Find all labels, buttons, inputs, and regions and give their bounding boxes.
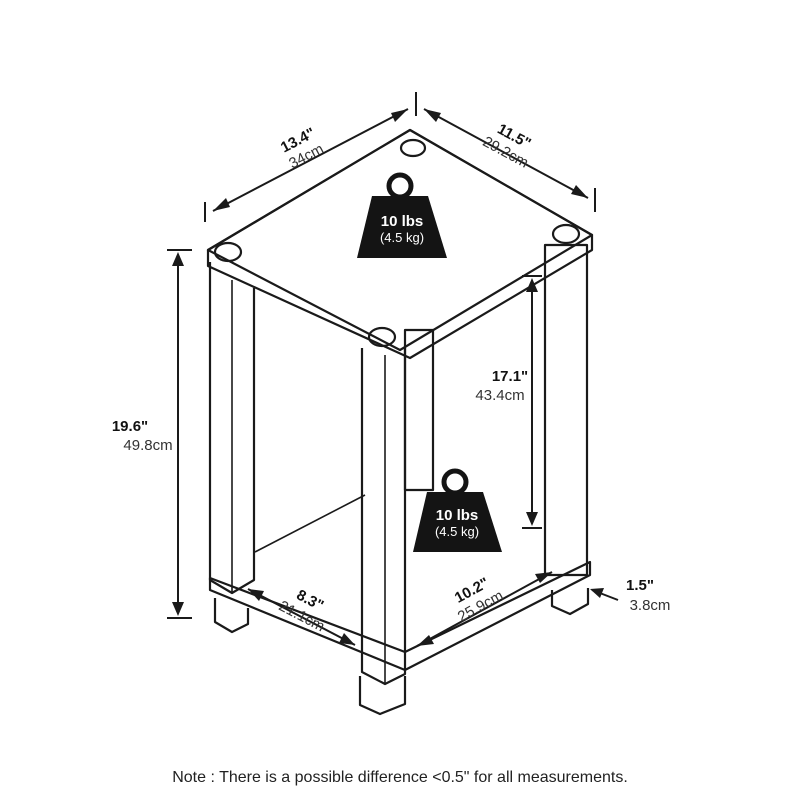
dimension-inner-depth: 10.2" 25.9cm: [416, 571, 553, 647]
weight-top-sub: (4.5 kg): [380, 230, 424, 245]
dimension-foot-height-inches: 1.5": [626, 577, 654, 594]
table-top: [206, 128, 594, 360]
end-table-drawing: [206, 128, 594, 716]
weight-bottom-sub: (4.5 kg): [435, 524, 479, 539]
dimension-shelf-gap-cm: 43.4cm: [475, 387, 524, 404]
leg-back-right: [543, 243, 589, 577]
foot-left: [213, 598, 250, 634]
measurement-note: Note : There is a possible difference <0…: [172, 769, 628, 786]
leg-front-center: [360, 348, 407, 686]
dimension-foot-height: 1.5" 3.8cm: [590, 577, 670, 614]
weight-top-label: 10 lbs: [381, 213, 424, 230]
weight-icon: 10 lbs (4.5 kg): [357, 172, 447, 258]
leg-front-left: [208, 262, 256, 595]
weight-icon: 10 lbs (4.5 kg): [413, 468, 502, 552]
dimension-total-height-inches: 19.6": [112, 418, 148, 435]
dimension-top-depth: 11.5" 29.2cm: [423, 108, 596, 212]
dimension-top-width: 13.4" 34cm: [204, 92, 417, 222]
foot-front: [358, 676, 407, 716]
dimension-total-height-cm: 49.8cm: [123, 437, 172, 454]
foot-right: [550, 588, 590, 616]
dimension-foot-height-cm: 3.8cm: [630, 597, 671, 614]
weight-bottom-label: 10 lbs: [436, 507, 479, 524]
dimension-shelf-gap: 17.1" 43.4cm: [475, 275, 542, 529]
dimension-total-height: 19.6" 49.8cm: [112, 249, 192, 619]
dimension-shelf-gap-inches: 17.1": [492, 368, 528, 385]
leg-back-inner: [403, 328, 435, 492]
